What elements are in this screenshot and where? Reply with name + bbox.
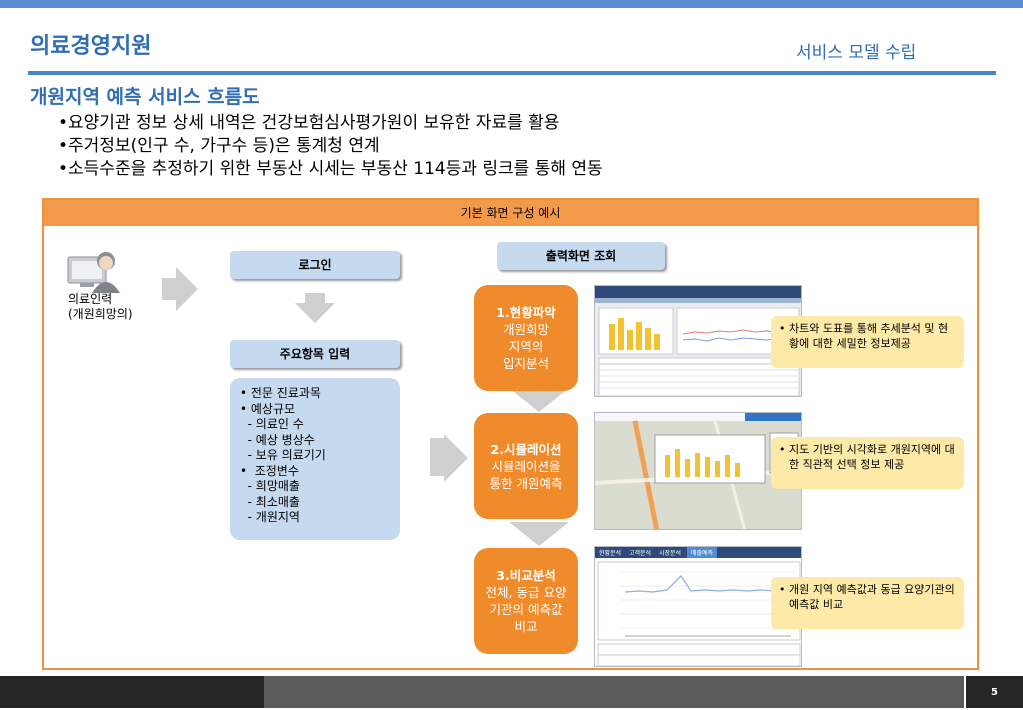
user-at-computer-icon [67, 252, 120, 293]
input-item: - 희망매출 [240, 479, 300, 493]
step-card: 1.현황파악 개원희망 지역의 입지분석 [474, 285, 578, 391]
step-desc: 입지분석 [502, 356, 549, 371]
step-title: 3.비교분석 [496, 568, 556, 583]
input-item: - 예상 병상수 [240, 432, 315, 447]
user-label-line: 의료인력 [68, 292, 113, 306]
input-item: - 의료인 수 [240, 417, 304, 431]
step-desc: 기관의 예측값 [489, 602, 563, 617]
bullet-item: •소득수준을 추정하기 위한 부동산 시세는 부동산 114등과 링크를 통해 … [58, 159, 603, 179]
screenshot-comparison: 현황분석 고객분석 시장분석 매출예측 [594, 546, 802, 667]
tab-label: 현황분석 [599, 550, 622, 557]
comparison-chart-thumbnail [597, 561, 801, 666]
flow-arrow-right-head [176, 267, 198, 311]
footer-bar-left [0, 676, 264, 708]
footer-bar [264, 676, 964, 708]
input-item: • 조정변수 [240, 463, 299, 478]
flow-arrow-down-head [295, 303, 335, 323]
comparison-tabbar: 현황분석 고객분석 시장분석 매출예측 [595, 547, 801, 558]
step-desc: 개원희망 [502, 322, 549, 337]
user-label-line: (개원희망의) [68, 307, 133, 321]
input-item: - 최소매출 [240, 494, 300, 509]
step-desc: 시뮬레이션을 [491, 458, 561, 474]
input-item: • 예상규모 [240, 401, 296, 416]
bullet-item: •요양기관 정보 상세 내역은 건강보험심사평가원이 보유한 자료를 활용 [58, 113, 560, 133]
step-card: 3.비교분석 전체, 동급 요양 기관의 예측값 비교 [474, 548, 578, 654]
note-callout: 지도 기반의 시각화로 개원지역에 대한 직관적 선택 정보 제공 [771, 437, 964, 489]
page-title: 의료경영지원 [30, 34, 152, 59]
input-label-box: 주요항목 입력 [230, 340, 400, 368]
note-callout: 개원 지역 예측값과 동급 요양기관의 예측값 비교 [771, 577, 964, 629]
step-desc: 통한 개원예측 [489, 475, 563, 491]
input-item: - 보유 의료기기 [240, 448, 326, 462]
note-callout: 차트와 도표를 통해 추세분석 및 현황에 대한 세밀한 정보제공 [771, 316, 964, 368]
tab-label: 고객분석 [629, 550, 652, 557]
step-desc: 지역의 [508, 339, 544, 354]
flow-arrow-right [162, 278, 176, 300]
slide-heading: 개원지역 예측 서비스 흐름도 [30, 86, 260, 108]
section-title: 서비스 모델 수립 [796, 43, 917, 63]
title-divider [28, 71, 996, 75]
diagram-frame-title: 기본 화면 구성 예시 [44, 200, 977, 226]
screenshot-simulation-map [594, 412, 802, 530]
input-item: • 전문 진료과목 [240, 386, 321, 400]
flow-arrow-down [509, 522, 569, 546]
flow-arrow-down [509, 388, 569, 412]
step-desc: 비교 [514, 619, 538, 634]
step-title: 2.시뮬레이션 [490, 441, 562, 457]
step-desc: 전체, 동급 요양 [485, 585, 567, 600]
tab-label: 시장분석 [659, 550, 682, 557]
input-items-panel: • 전문 진료과목 • 예상규모 - 의료인 수 - 예상 병상수 - 보유 의… [230, 378, 400, 540]
output-label-box: 출력화면 조회 [497, 242, 665, 270]
top-accent-bar [0, 0, 1023, 8]
simulation-map-thumbnail [595, 413, 801, 529]
flow-arrow-right [430, 438, 444, 476]
login-box: 로그인 [230, 251, 400, 279]
input-item: - 개원지역 [240, 510, 300, 524]
flow-arrow-down [305, 293, 325, 303]
tab-label-active: 매출예측 [687, 547, 718, 558]
step-title: 1.현황파악 [496, 305, 556, 320]
step-card: 2.시뮬레이션 시뮬레이션을 통한 개원예측 [474, 413, 578, 519]
bullet-item: •주거정보(인구 수, 가구수 등)은 통계청 연계 [58, 136, 380, 156]
user-label: 의료인력 (개원희망의) [68, 292, 133, 322]
flow-arrow-right-head [444, 434, 468, 482]
bullet-list: •요양기관 정보 상세 내역은 건강보험심사평가원이 보유한 자료를 활용 •주… [58, 112, 603, 181]
page-number: 5 [964, 676, 1023, 708]
